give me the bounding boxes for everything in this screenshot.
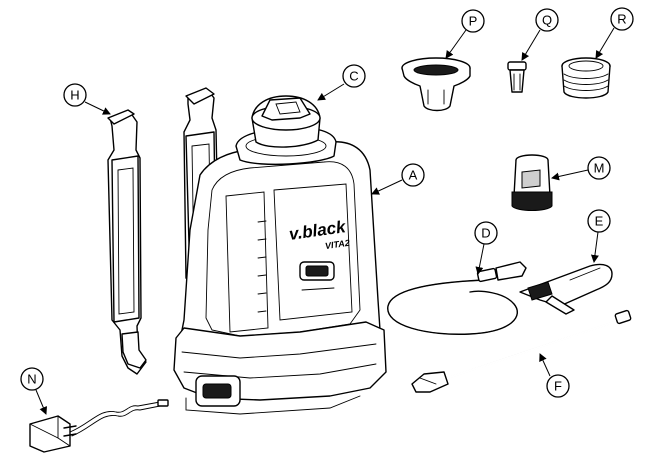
callout-C: C	[317, 64, 366, 101]
callout-R-label: R	[617, 12, 626, 27]
tank-drawing: v.black VITA2	[173, 126, 387, 415]
charger-drawing	[29, 399, 169, 453]
callout-P-label: P	[469, 14, 478, 29]
brand-logo-sub: VITA2	[324, 238, 350, 251]
hose-drawing	[387, 261, 527, 335]
callout-D: D	[474, 221, 498, 275]
callout-P: P	[445, 9, 485, 59]
threaded-ring-drawing	[561, 57, 611, 99]
callout-C-label: C	[349, 69, 358, 84]
callout-A-label: A	[409, 168, 418, 183]
callout-R: R	[595, 7, 634, 59]
callout-N-label: N	[27, 372, 36, 387]
callout-F-label: F	[554, 379, 562, 394]
trigger-handle-drawing	[519, 263, 613, 315]
spray-lance-drawing	[411, 309, 632, 393]
callout-Q-label: Q	[542, 13, 552, 28]
callout-E-label: E	[595, 214, 604, 229]
callout-F: F	[539, 353, 570, 398]
callout-E: E	[587, 209, 611, 263]
callout-M: M	[551, 156, 611, 181]
filter-basket-drawing	[401, 57, 471, 112]
callout-A: A	[371, 163, 425, 195]
battery-drawing	[511, 154, 553, 211]
nozzle-filter-drawing	[507, 61, 527, 93]
callout-H-label: H	[70, 88, 79, 103]
filler-cap-drawing	[251, 95, 321, 148]
callout-N: N	[20, 367, 47, 415]
callout-M-label: M	[594, 161, 605, 176]
callout-Q: Q	[521, 8, 559, 61]
level-marks	[257, 220, 267, 313]
callout-D-label: D	[481, 226, 490, 241]
callout-H: H	[63, 83, 111, 115]
